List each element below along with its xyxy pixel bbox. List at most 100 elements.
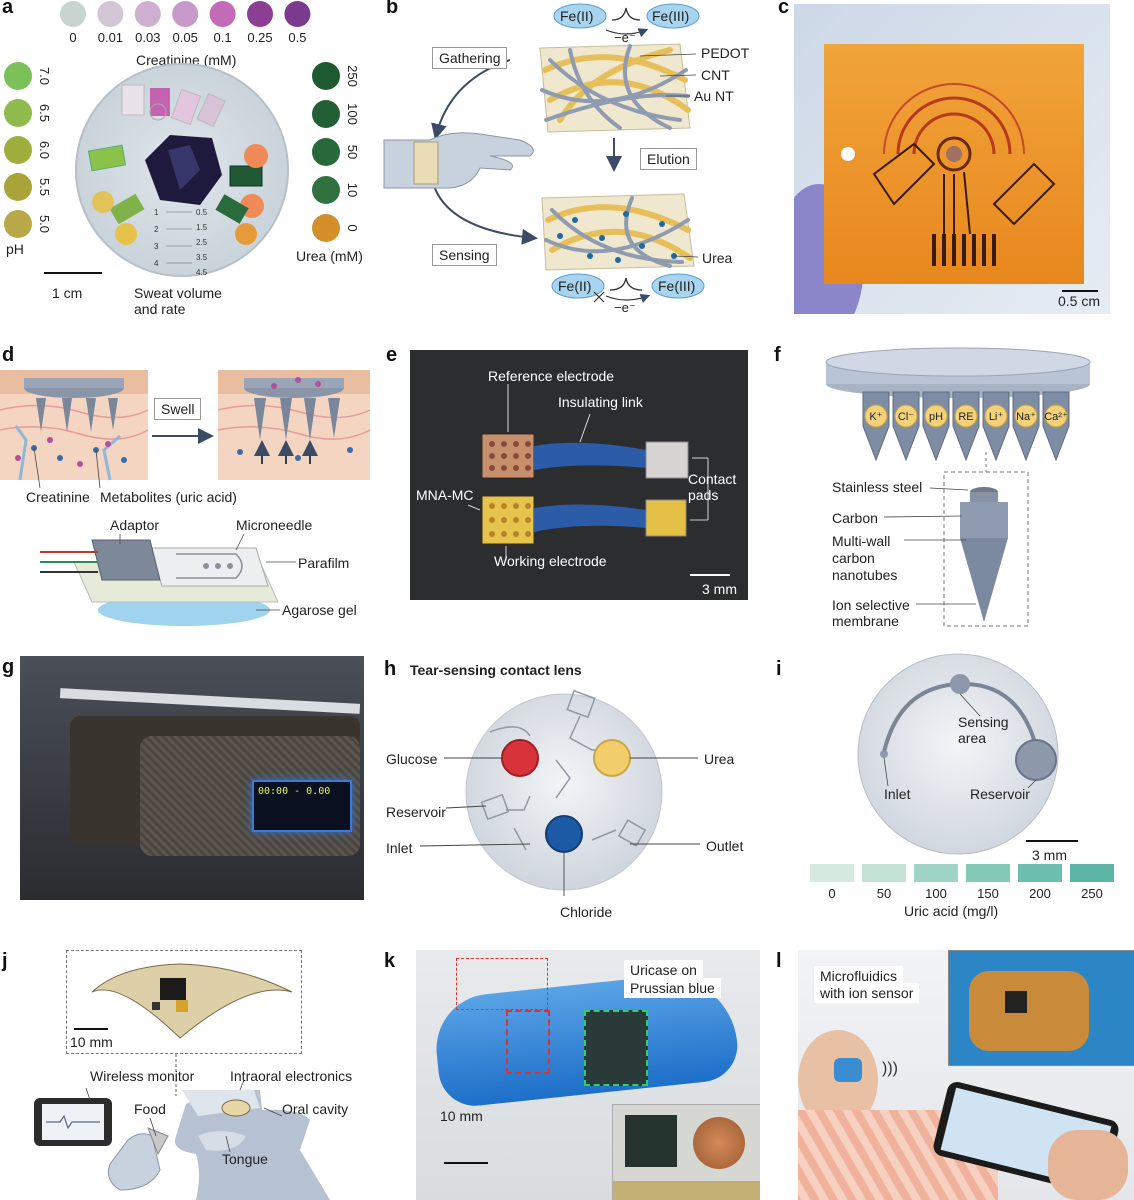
svg-text:3: 3 — [154, 242, 159, 251]
panel-h: h Tear-sensing contact lens Glucose Urea… — [380, 650, 780, 930]
mwcnt-label-line2: carbon — [832, 550, 875, 566]
electron-label: −e⁻ — [614, 30, 636, 45]
scale-bar — [74, 1028, 108, 1030]
panel-label: k — [384, 950, 396, 972]
mwcnt-label-line3: nanotubes — [832, 567, 898, 583]
panel-label: a — [2, 0, 14, 18]
ion-label: Cl⁻ — [898, 411, 914, 423]
chloride-label: Chloride — [560, 904, 613, 920]
creatinine-swatch — [209, 1, 236, 27]
urea-value: 10 — [345, 183, 360, 197]
oral-label: Oral cavity — [282, 1101, 349, 1117]
ism-label-line1: Ion selective — [832, 597, 910, 613]
panel-k: k Uricase on Prussian blue 10 mm — [380, 940, 780, 1200]
sensing-box: Sensing — [432, 244, 497, 266]
uric-title: Uric acid (mg/l) — [904, 903, 999, 919]
mouthguard-photo — [416, 950, 760, 1200]
adaptor-label: Adaptor — [110, 517, 160, 533]
urea-label: Urea — [704, 751, 735, 767]
uric-swatch — [914, 864, 958, 882]
creatinine-swatch — [60, 1, 86, 27]
uric-swatch — [862, 864, 906, 882]
parafilm-label: Parafilm — [298, 555, 350, 571]
uric-swatch — [1018, 864, 1062, 882]
scale-bar — [1062, 290, 1098, 292]
urea-title: Urea (mM) — [296, 248, 363, 264]
creatinine-value: 0.05 — [173, 30, 198, 45]
ion-label: RE — [958, 411, 973, 423]
ion-badge — [1014, 404, 1038, 428]
outlet-label: Outlet — [706, 838, 744, 854]
ph-value: 6.5 — [37, 104, 52, 122]
glucose-label: Glucose — [386, 751, 438, 767]
ph-swatch — [4, 173, 32, 201]
circuit-inset — [948, 950, 1134, 1066]
panel-label: c — [778, 0, 790, 18]
uric-value: 50 — [877, 886, 891, 901]
sensor-photo — [794, 4, 1110, 314]
panel-l: l ))) Microfluidics with ion sensor — [776, 940, 1134, 1200]
ph-value: 5.5 — [37, 178, 52, 196]
ism-label-line2: membrane — [832, 613, 899, 629]
uricase-box-line2: Prussian blue — [624, 978, 721, 998]
working-label: Working electrode — [494, 553, 607, 569]
scale-label: 10 mm — [70, 1034, 113, 1050]
ion-label: Li⁺ — [989, 411, 1004, 423]
urea-swatch — [312, 176, 340, 204]
pcb-module — [625, 1115, 677, 1167]
svg-text:2: 2 — [154, 225, 159, 234]
glasses-arm — [59, 688, 361, 714]
urea-value: 50 — [345, 145, 360, 159]
svg-text:0.5: 0.5 — [196, 208, 208, 217]
uric-swatch — [810, 864, 854, 882]
creatinine-value: 0.1 — [214, 30, 232, 45]
svg-text:2.5: 2.5 — [196, 238, 208, 247]
uric-swatch — [1070, 864, 1114, 882]
metabolites-label: Metabolites (uric acid) — [100, 489, 237, 505]
scale-label: 1 cm — [52, 285, 83, 301]
creatinine-swatch — [97, 1, 124, 27]
ion-label: K⁺ — [869, 411, 882, 423]
ph-swatch — [4, 210, 32, 238]
uric-value: 0 — [828, 886, 835, 901]
carbon-label: Carbon — [832, 510, 878, 526]
creatinine-swatch — [134, 1, 161, 27]
panel-label: d — [2, 344, 15, 366]
creatinine-swatch — [172, 1, 199, 27]
insulating-label: Insulating link — [558, 394, 643, 410]
microneedle-schematic — [0, 370, 371, 626]
panel-g: g 00:00 - 0.00 — [0, 650, 375, 910]
inset-frame — [66, 950, 302, 1054]
panel-j: j 10 mm Wireless monitor Intraoral elect… — [0, 940, 375, 1200]
urea-value: 250 — [345, 65, 360, 87]
fe2-label-bottom: Fe(II) — [558, 278, 592, 294]
scale-label: 0.5 cm — [1058, 293, 1101, 309]
ion-label: pH — [929, 411, 943, 423]
panel-label: g — [2, 656, 15, 678]
urea-swatch — [312, 62, 340, 90]
uricase-box-line1: Uricase on — [624, 960, 703, 980]
fibre-schematic — [383, 3, 705, 303]
intraoral-label: Intraoral electronics — [230, 1068, 353, 1084]
ion-label: Na⁺ — [1016, 411, 1036, 423]
scale-bar — [1026, 840, 1078, 842]
scale-label: 10 mm — [440, 1108, 483, 1124]
microneedle-label: Microneedle — [236, 517, 313, 533]
ph-title: pH — [6, 241, 24, 257]
sensing-label-line2: area — [958, 730, 987, 746]
panel-d: d — [0, 340, 380, 640]
panel-label: f — [774, 344, 781, 366]
contact-label-line1: Contact — [688, 471, 737, 487]
sweat-label-line1: Sweat volume — [134, 285, 222, 301]
uric-acid-patch — [857, 653, 1059, 855]
gathering-box: Gathering — [432, 47, 508, 69]
mna-label: MNA-MC — [416, 487, 474, 503]
svg-text:4: 4 — [154, 259, 159, 268]
urea-swatch — [312, 214, 340, 242]
uric-swatch — [966, 864, 1010, 882]
ruler — [613, 1181, 760, 1200]
micro-box-line1: Microfluidics — [814, 966, 904, 986]
